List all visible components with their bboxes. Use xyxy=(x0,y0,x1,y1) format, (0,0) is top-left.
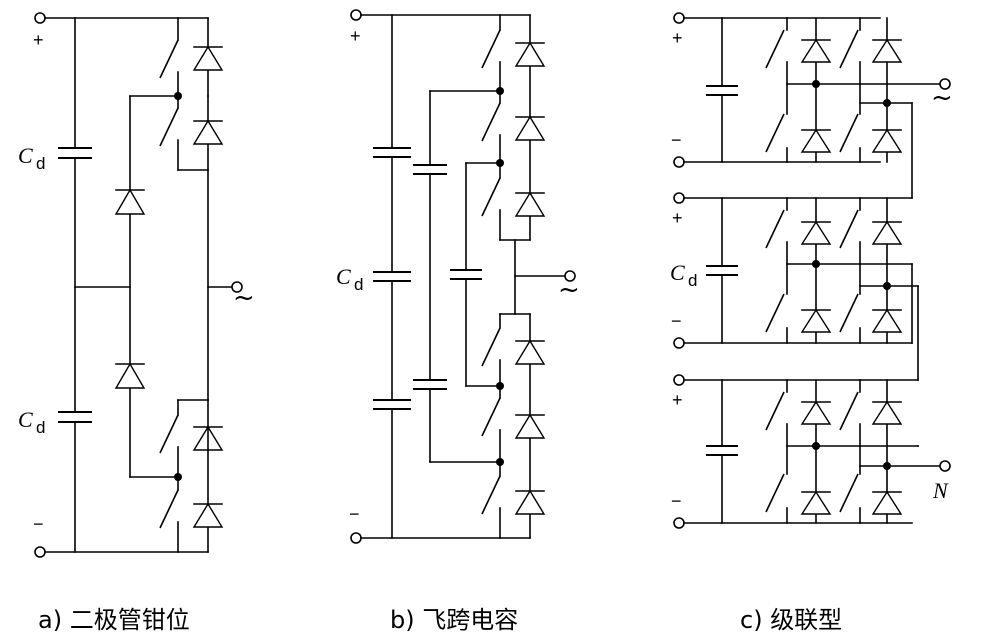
cap-label-a-top: C d xyxy=(18,143,45,173)
panel-flying-capacitor xyxy=(350,9,576,544)
caption-b: b) 飞跨电容 xyxy=(390,606,518,634)
svg-text:d: d xyxy=(36,418,45,437)
minus-sign: − xyxy=(671,491,682,511)
clamp-diode xyxy=(114,188,146,215)
minus-sign: − xyxy=(671,130,682,150)
dc-minus-terminal xyxy=(350,532,362,544)
minus-sign: − xyxy=(33,514,44,534)
switch-string xyxy=(481,14,546,539)
plus-sign: + xyxy=(350,26,361,46)
caption-a: a) 二极管钳位 xyxy=(38,606,190,634)
panel-diode-clamped xyxy=(34,12,243,558)
svg-text:C: C xyxy=(18,143,33,168)
clamp-diode xyxy=(114,362,146,389)
cap-label-a-bottom: C d xyxy=(18,407,45,437)
neutral-label: N xyxy=(932,478,949,503)
svg-text:d: d xyxy=(688,271,697,290)
ac-output-terminal xyxy=(231,281,243,293)
plus-sign: + xyxy=(672,390,683,410)
switch-cell xyxy=(159,399,224,553)
ac-output-terminal xyxy=(939,78,951,90)
panel-cascaded xyxy=(673,12,951,529)
h-bridge-cell xyxy=(673,192,919,349)
ac-symbol: ~ xyxy=(931,83,953,113)
switch-cell xyxy=(159,95,224,401)
svg-text:C: C xyxy=(18,407,33,432)
dc-plus-terminal xyxy=(350,9,362,21)
dc-minus-terminal xyxy=(34,546,46,558)
minus-sign: − xyxy=(671,311,682,331)
svg-text:C: C xyxy=(670,260,685,285)
ac-symbol: ~ xyxy=(558,275,580,305)
ac-symbol: ~ xyxy=(233,283,255,313)
svg-text:C: C xyxy=(336,264,351,289)
plus-sign: + xyxy=(672,28,683,48)
switch-cell xyxy=(159,399,224,478)
switch-cell xyxy=(159,17,224,97)
minus-sign: − xyxy=(349,504,360,524)
cap-label-c: C d xyxy=(670,260,697,290)
plus-sign: + xyxy=(672,208,683,228)
caption-c: c) 级联型 xyxy=(740,606,842,634)
svg-text:d: d xyxy=(36,154,45,173)
dc-plus-terminal xyxy=(34,12,46,24)
svg-text:d: d xyxy=(354,275,363,294)
h-bridge-cell xyxy=(673,374,951,529)
h-bridge-cell xyxy=(673,12,951,168)
cap-label-b: C d xyxy=(336,264,363,294)
ac-output-terminal xyxy=(564,270,576,282)
neutral-terminal xyxy=(939,460,951,472)
plus-sign: + xyxy=(33,30,44,50)
